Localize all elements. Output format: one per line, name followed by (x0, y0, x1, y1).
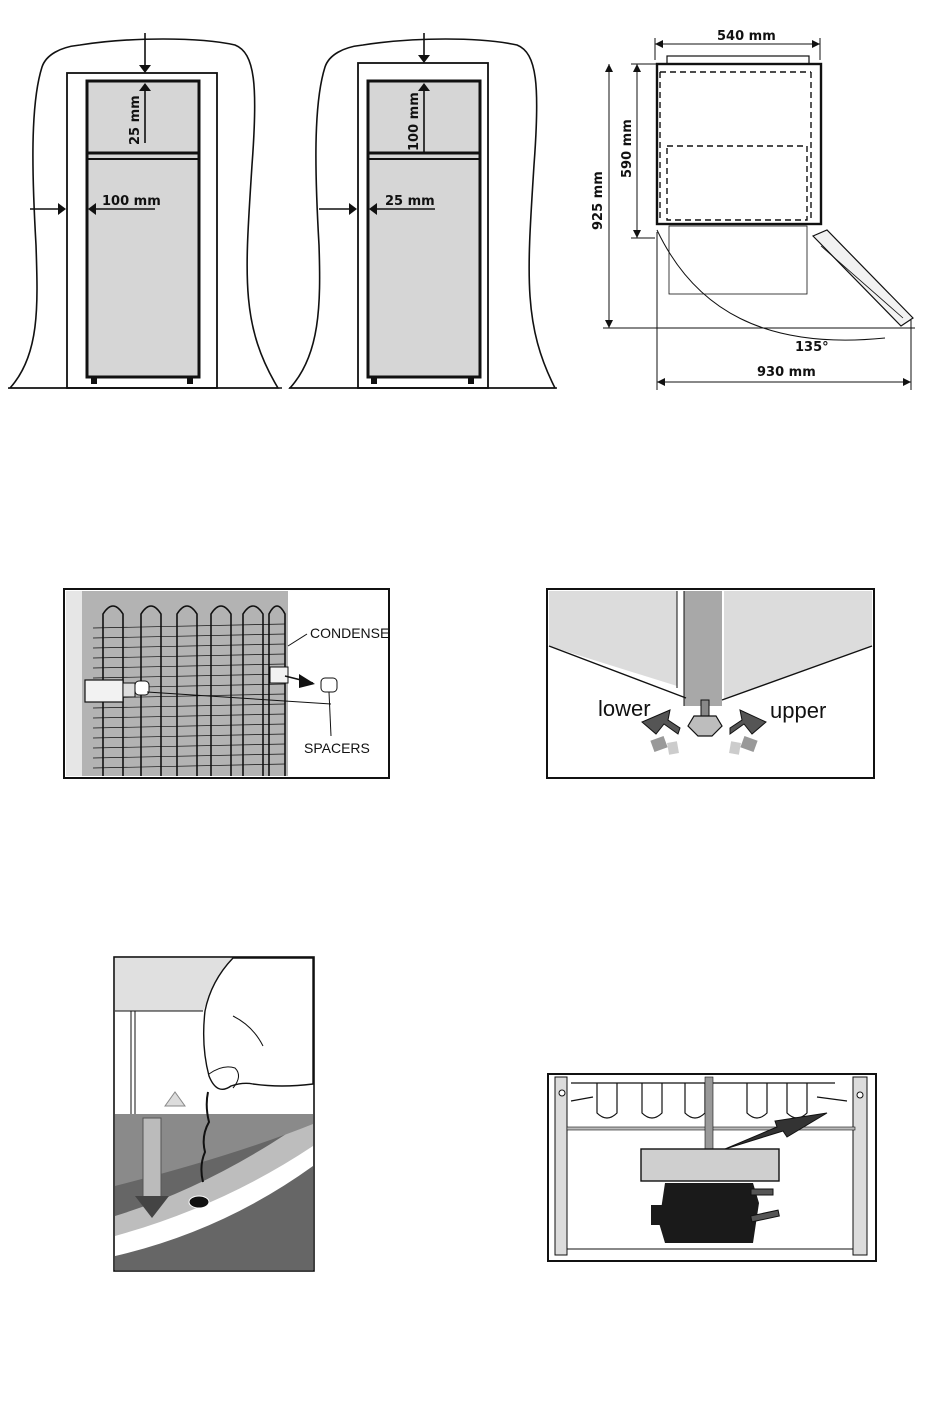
evaporation-tray (641, 1149, 779, 1181)
compressor-illustration (547, 1073, 877, 1262)
fridge-top-view (657, 64, 821, 224)
top-gap-label: 100 mm (407, 92, 422, 151)
dimensions-diagram: 540 mm 590 mm 925 mm 135° 930 mm (585, 20, 925, 400)
adjustable-feet-illustration: lower upper (546, 588, 875, 780)
drain-hole-cleaning-illustration (113, 956, 315, 1274)
drain-hole (189, 1196, 209, 1208)
condenser-label: CONDENSER (310, 625, 390, 641)
compressor (659, 1183, 759, 1243)
installation-diagram-top-25: 25 mm 100 mm (0, 25, 290, 400)
side-gap-label: 100 mm (102, 194, 161, 209)
side-gap-label: 25 mm (385, 194, 435, 209)
upper-label: upper (770, 698, 826, 723)
overall-depth-label: 930 mm (757, 365, 816, 380)
angle-label: 135° (795, 340, 829, 355)
spacer-right (270, 667, 288, 683)
hand (204, 958, 313, 1089)
width-label: 540 mm (717, 29, 776, 44)
motion-arrow (143, 1118, 161, 1200)
spacer-left (85, 680, 123, 702)
top-gap-label: 25 mm (128, 95, 143, 145)
spacers-label: SPACERS (304, 740, 370, 756)
fridge-body (87, 81, 199, 377)
condenser-spacers-illustration: CONDENSER SPACERS (63, 588, 390, 780)
foot-screw (701, 700, 709, 716)
height-label: 925 mm (591, 171, 606, 230)
installation-diagram-top-100: 100 mm 25 mm (285, 25, 570, 400)
lower-label: lower (598, 696, 651, 721)
depth-door-label: 590 mm (620, 119, 635, 178)
